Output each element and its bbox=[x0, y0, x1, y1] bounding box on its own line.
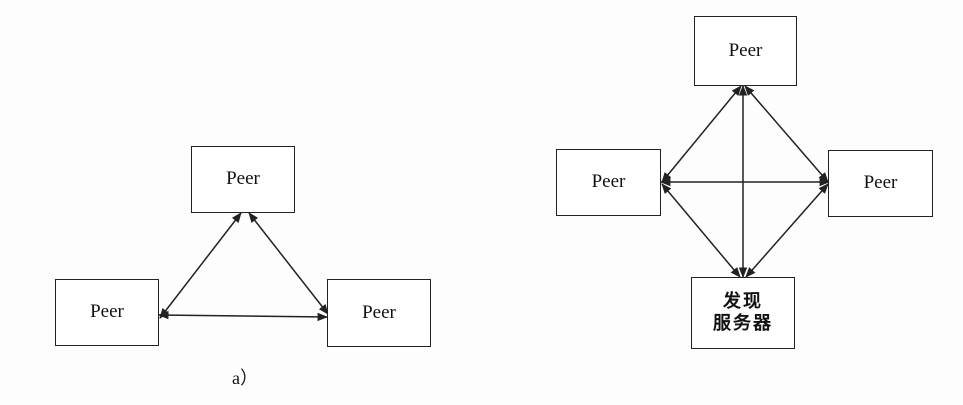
peer-node-a-left: Peer bbox=[55, 279, 159, 346]
peer-label: Peer bbox=[728, 39, 763, 61]
peer-node-b-right: Peer bbox=[828, 150, 933, 217]
peer-node-b-left: Peer bbox=[556, 149, 661, 216]
peer-label: Peer bbox=[362, 301, 396, 323]
server-label-line2: 服务器 bbox=[713, 313, 773, 334]
server-label-line1: 发现 bbox=[723, 291, 763, 313]
link-b-right-server bbox=[745, 183, 829, 278]
peer-label: Peer bbox=[591, 171, 626, 193]
discovery-server-node: 发现 服务器 bbox=[691, 277, 795, 349]
peer-label: Peer bbox=[90, 301, 124, 323]
peer-node-b-top: Peer bbox=[694, 16, 797, 86]
diagram-a-caption: a） bbox=[232, 368, 258, 388]
link-b-left-server bbox=[661, 183, 741, 278]
link-b-top-left bbox=[661, 85, 742, 183]
peer-node-a-right: Peer bbox=[327, 279, 431, 347]
link-a-top-right bbox=[248, 212, 329, 315]
link-a-left-right bbox=[157, 310, 329, 322]
peer-node-a-top: Peer bbox=[191, 146, 295, 213]
link-a-top-left bbox=[159, 212, 242, 319]
link-b-top-right bbox=[744, 85, 829, 183]
peer-label: Peer bbox=[226, 168, 260, 190]
peer-label: Peer bbox=[863, 172, 898, 194]
